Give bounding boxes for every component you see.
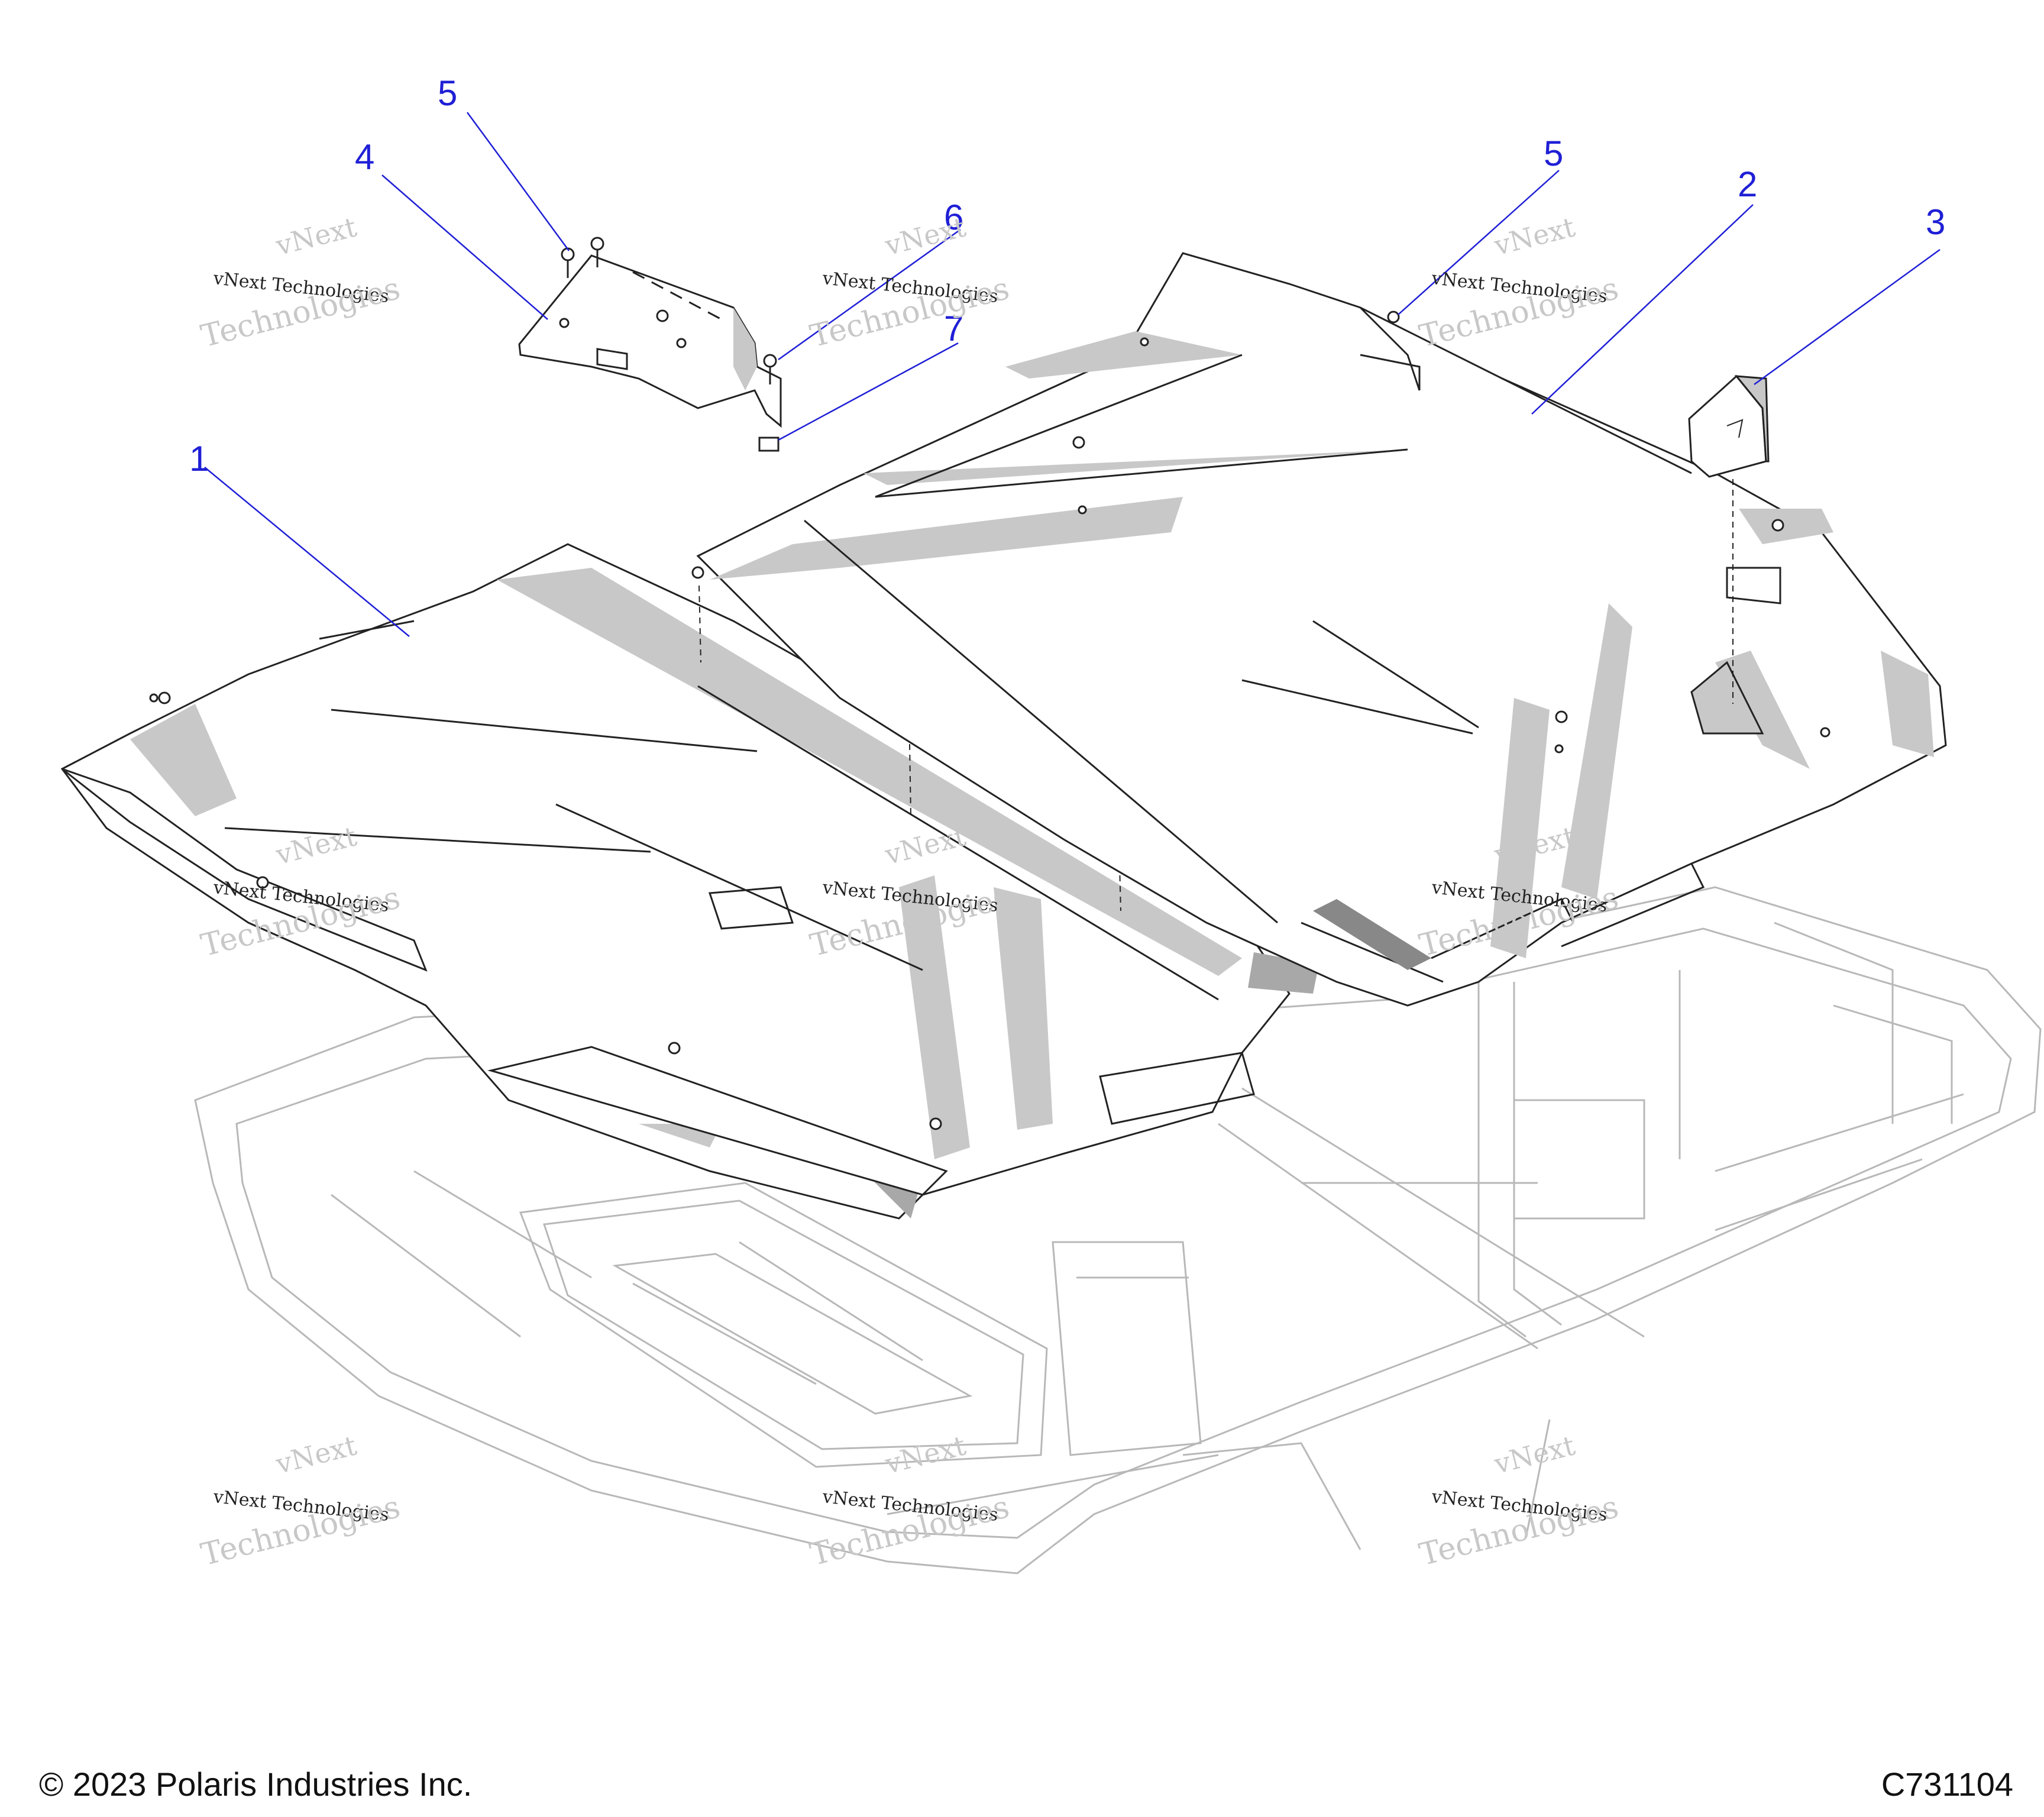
- watermark-tile-1: vNext vNext Technologies Technologies: [198, 211, 403, 354]
- callout-5-left: 5: [438, 73, 457, 113]
- callout-7: 7: [944, 309, 963, 348]
- watermark-tile-7: vNext vNext Technologies Technologies: [198, 1429, 403, 1573]
- watermark-tile-9: vNext vNext Technologies Technologies: [1416, 1429, 1622, 1573]
- callout-1: 1: [189, 439, 209, 479]
- part-4-bracket: [518, 254, 782, 428]
- fastener-items: [561, 237, 780, 452]
- watermark-line-1: vNext: [881, 1429, 969, 1480]
- callout-6: 6: [944, 198, 963, 237]
- callout-3: 3: [1926, 202, 1945, 242]
- part-3-cover: [1688, 374, 1770, 704]
- callout-4: 4: [355, 137, 374, 177]
- drawing-code: C731104: [1881, 1766, 2013, 1803]
- watermark-line-1: vNext: [272, 1429, 360, 1480]
- watermark-line-1: vNext: [272, 211, 360, 261]
- leader-lines: [204, 112, 1940, 637]
- watermark-line-1: vNext: [1490, 1429, 1578, 1480]
- watermark-tile-8: vNext vNext Technologies Technologies: [807, 1429, 1013, 1573]
- watermark-tile-3: vNext vNext Technologies Technologies: [1416, 211, 1622, 354]
- part-1-left-headliner: [60, 543, 1319, 1220]
- roof-base-ghost: [194, 886, 2042, 1574]
- watermark-line-1: vNext: [1490, 211, 1578, 261]
- part-2-right-headliner: [696, 252, 1947, 1007]
- copyright-notice: © 2023 Polaris Industries Inc.: [39, 1766, 473, 1803]
- callout-5-right: 5: [1544, 134, 1563, 173]
- callout-labels: 1 2 3 4 5 5 6 7: [189, 73, 1945, 479]
- callout-2: 2: [1738, 164, 1757, 204]
- watermark-tile-2: vNext vNext Technologies Technologies: [807, 211, 1013, 354]
